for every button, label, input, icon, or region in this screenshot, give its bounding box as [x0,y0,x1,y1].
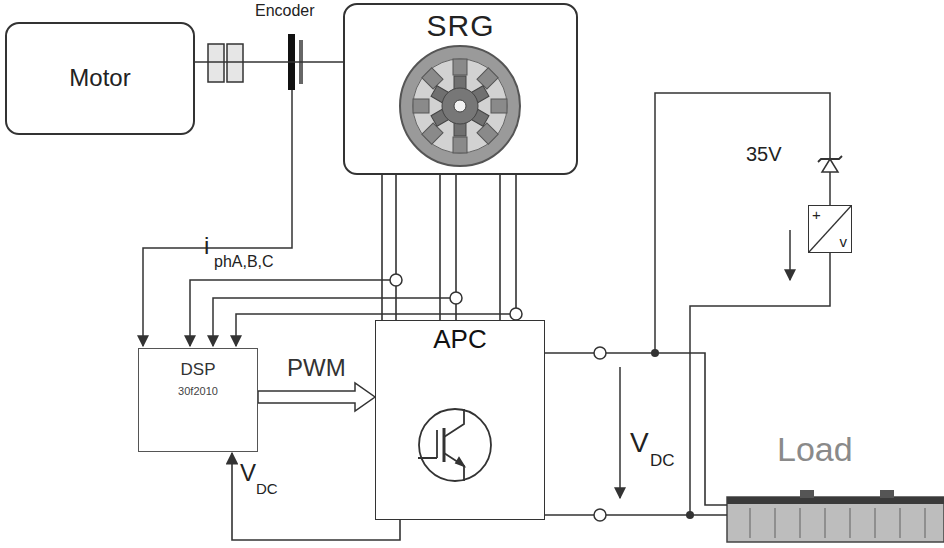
junction-dot [686,511,694,519]
srg-cross-section [400,46,520,166]
dc-bus-wire [655,93,830,353]
node-text: v [840,234,848,251]
current-sensor [390,274,402,286]
voltage-rating: 35V [746,143,782,165]
load-box: Load [727,495,944,542]
node-text: SRG [426,9,494,42]
signal-subscript: DC [256,481,278,498]
wire-connector [545,353,727,515]
node-text: DSP [181,361,216,380]
node-text: + [812,207,821,224]
converter-box: APC [375,320,545,520]
edge-label: PWM [285,355,348,381]
output-terminal [594,347,606,359]
battery-load [727,490,944,542]
current-sensor [450,292,462,304]
signal-arrow [258,383,375,411]
motor-box: Motor [5,22,195,135]
current-signal-line [190,280,390,346]
sensor-divider-line [809,206,851,252]
measurement-arrow [789,230,791,280]
dc-bus-wire [690,253,830,515]
igbt-symbol [418,409,491,481]
dc-bus-wire [829,172,831,205]
wire-connector [195,61,343,63]
shaft-coupling [227,44,243,82]
junction-dot [651,349,659,357]
current-sensor [510,308,522,320]
generator-box: SRG [343,3,578,175]
signal-subscript: phA,B,C [214,253,274,271]
node-text: Load [777,431,853,468]
encoder-label: Encoder [255,2,315,20]
signal-name: V [240,460,256,486]
node-text: 30f2010 [178,385,218,397]
voltage-arrow [619,367,621,498]
voltage-sensor-box: +v [808,205,852,253]
current-signal-line [213,298,450,346]
signal-name: i [204,233,209,259]
dsp-box: DSP 30f2010 [138,348,258,452]
signal-name: V [630,428,649,459]
wire-connector [382,175,516,320]
shaft-coupling [208,44,224,82]
signal-subscript: DC [650,452,675,471]
zener-diode-symbol [818,156,842,172]
output-terminal [594,509,606,521]
node-text: APC [433,325,486,354]
node-text: Motor [69,65,130,91]
